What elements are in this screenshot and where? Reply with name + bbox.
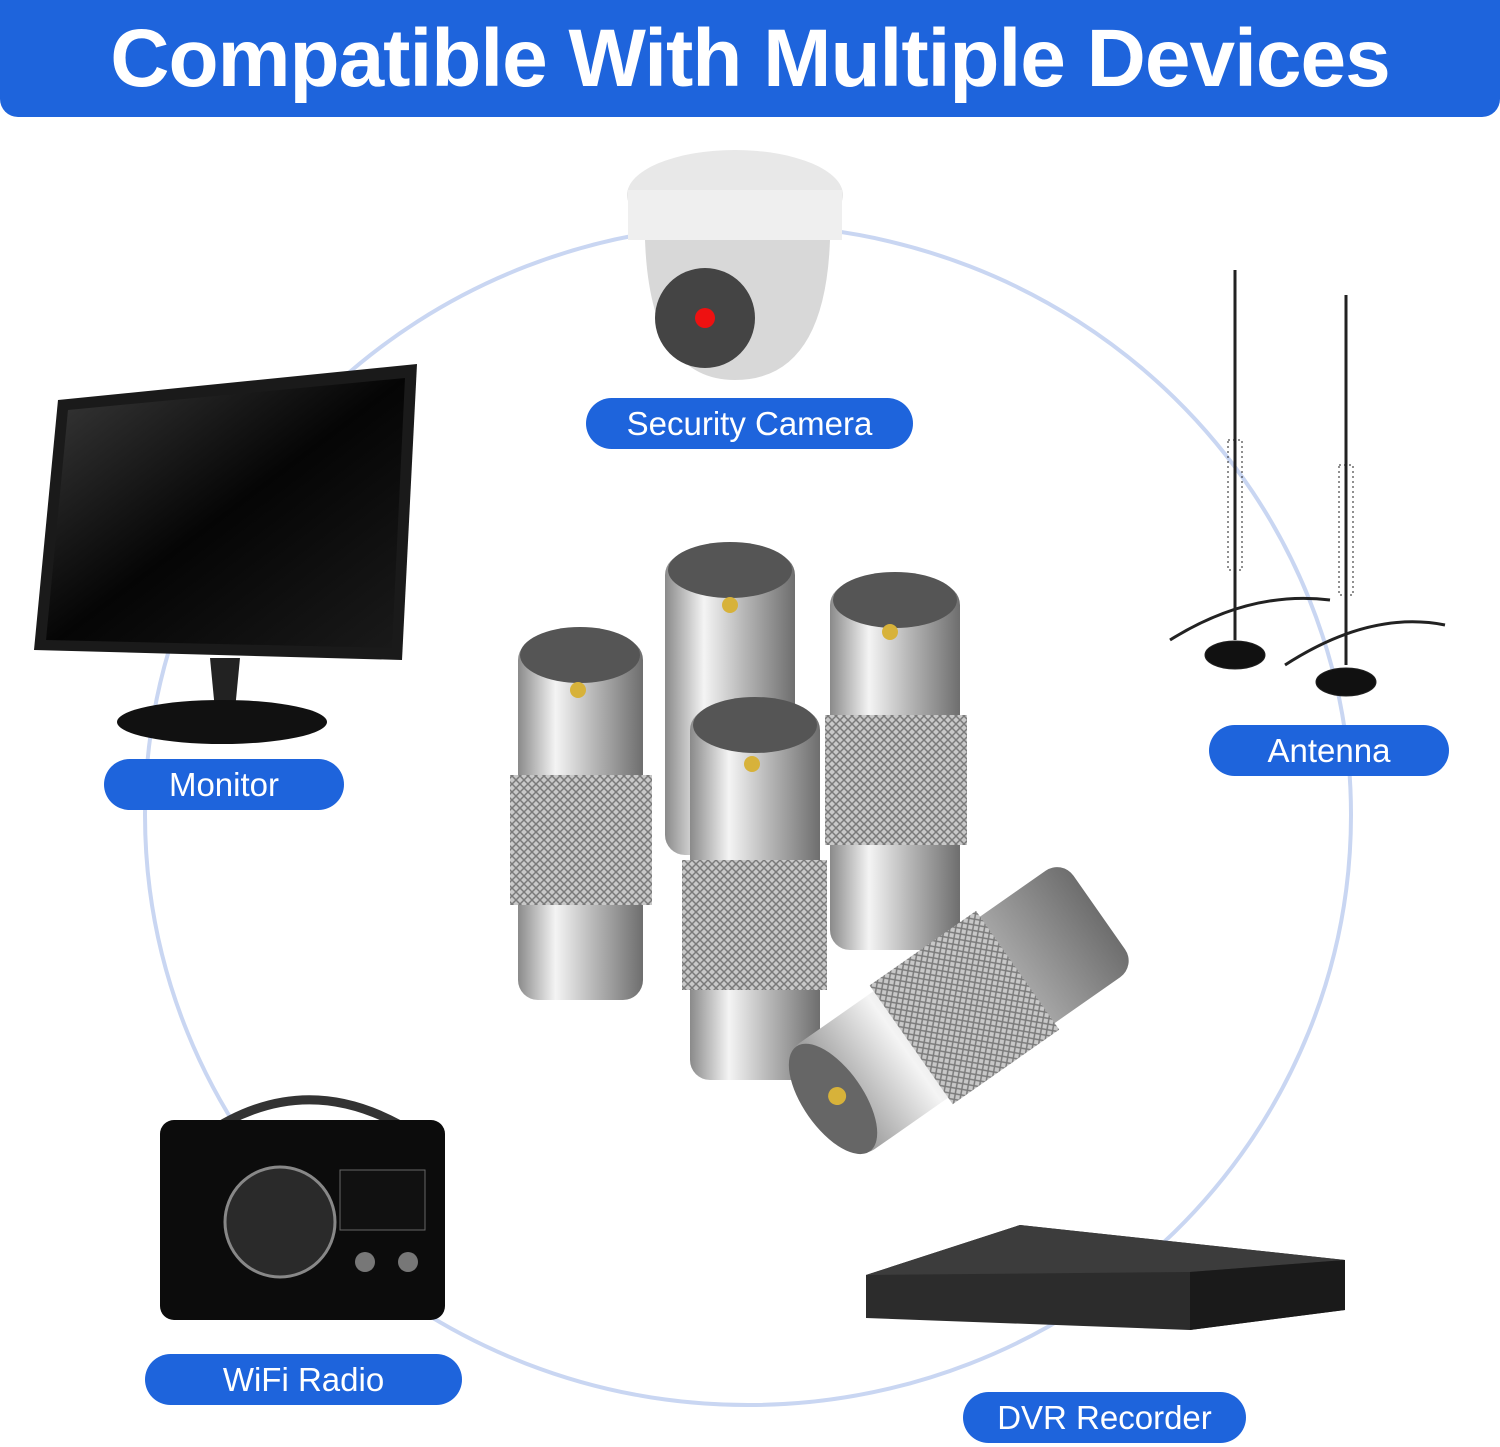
bnc-connectors-icon	[510, 542, 1129, 1155]
bnc-connector	[682, 697, 827, 1080]
label-monitor: Monitor	[104, 759, 344, 810]
monitor-icon	[34, 364, 417, 744]
header-banner: Compatible With Multiple Devices	[0, 0, 1500, 117]
wifi-radio-icon	[160, 1095, 445, 1320]
label-security-camera: Security Camera	[586, 398, 913, 449]
bnc-connector	[510, 627, 652, 1000]
bnc-connector	[825, 572, 967, 950]
bnc-connector	[788, 867, 1129, 1155]
antenna-icon	[1169, 270, 1446, 697]
label-dvr-recorder: DVR Recorder	[963, 1392, 1246, 1443]
security-camera-icon	[627, 150, 843, 380]
label-antenna: Antenna	[1209, 725, 1449, 776]
label-wifi-radio: WiFi Radio	[145, 1354, 462, 1405]
page-title: Compatible With Multiple Devices	[110, 12, 1390, 104]
dvr-recorder-icon	[866, 1225, 1345, 1330]
